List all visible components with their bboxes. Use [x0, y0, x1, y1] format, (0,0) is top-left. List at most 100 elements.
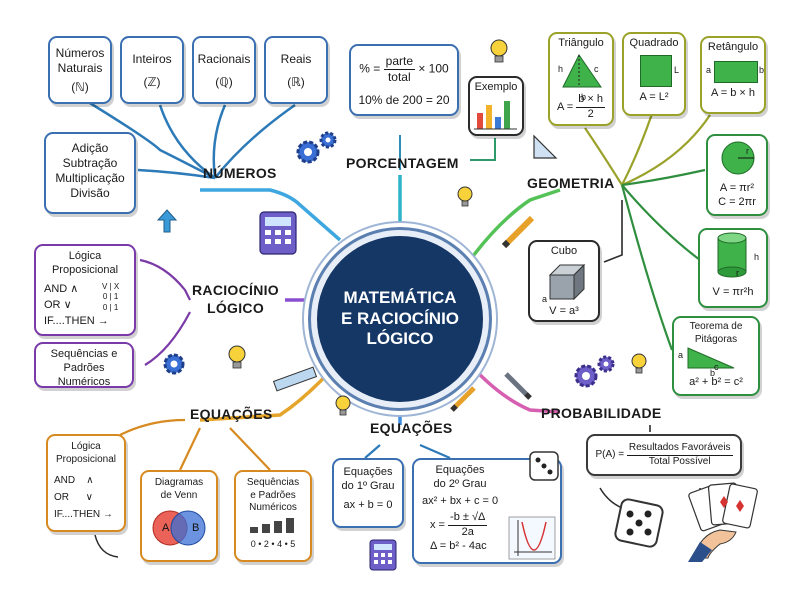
pitagoras-title-1: Teorema de	[689, 321, 743, 332]
gear-icon	[163, 353, 185, 375]
quadrado-title: Quadrado	[629, 37, 679, 49]
venn-title-1: Diagramas	[154, 477, 204, 488]
sequencias-line: Padrões	[63, 361, 105, 374]
venn-a: A	[162, 522, 170, 534]
truth-head-cell: X	[113, 282, 120, 291]
cubo-formula: V = a³	[549, 304, 579, 317]
fraction-denominator: total	[387, 70, 411, 84]
operacao-item: Adição	[71, 141, 109, 155]
box-racionais: Racionais (ℚ)	[192, 36, 256, 104]
arrow-icon: →	[97, 314, 109, 327]
cubo-a: a	[542, 294, 548, 304]
naturais-label-1: Números	[55, 46, 105, 60]
eq-or-label: OR	[54, 492, 69, 503]
percent-example: 10% de 200 = 20	[358, 93, 450, 107]
sequencias-line: Sequências e	[50, 348, 118, 360]
cilindro-r: r	[736, 268, 739, 278]
eq2-delta: Δ = b² - 4ac	[430, 539, 487, 552]
eq2-title-2: do 2º Grau	[433, 477, 487, 490]
cylinder-icon	[717, 232, 747, 278]
box-quadrado: Quadrado L A = L²	[622, 32, 686, 116]
inteiros-symbol: (ℤ)	[143, 75, 161, 89]
or-symbol: ∨	[63, 298, 72, 311]
exemplo-label: Exemplo	[474, 81, 518, 93]
and-label: AND	[44, 283, 68, 295]
quadrado-formula: A = L²	[639, 90, 669, 103]
triangulo-formula-left: A =	[556, 100, 574, 113]
box-circulo: r A = πr² C = 2πr	[706, 134, 768, 216]
eq-seq-line-2: e Padrões	[250, 489, 296, 501]
and-symbol: ∧	[70, 283, 79, 295]
racionais-symbol: (ℚ)	[215, 75, 233, 89]
box-cubo: Cubo a V = a³	[528, 240, 600, 322]
playing-cards-icon	[688, 482, 758, 562]
eq-if-then-label: IF....THEN	[54, 509, 101, 520]
circulo-r: r	[746, 146, 749, 156]
sequencias-line: Numéricos	[57, 375, 111, 388]
branch-probabilidade: PROBABILIDADE	[541, 405, 662, 421]
box-operacoes: Adição Subtração Multiplicação Divisão	[44, 132, 136, 214]
center-line-3: LÓGICO	[366, 329, 434, 349]
right-triangle-icon	[687, 347, 735, 369]
circulo-area: A = πr²	[719, 182, 755, 194]
gears-icon	[574, 355, 615, 388]
prob-denominator: Total Possível	[648, 455, 711, 467]
up-arrow-icon	[156, 209, 178, 233]
eq-logica-title-2: Proposicional	[55, 453, 117, 465]
spoke-numeros	[200, 188, 342, 242]
operacao-item: Divisão	[70, 186, 110, 200]
retangulo-title: Retângulo	[707, 41, 759, 53]
truth-head-cell: V	[102, 282, 108, 291]
triangulo-c: c	[594, 64, 599, 74]
dice-icon	[614, 498, 664, 548]
branch-raciocinio-line-1: RACIOCÍNIO	[192, 282, 279, 298]
box-retangulo: Retângulo a b A = b × h	[700, 36, 766, 114]
venn-title-2: de Venn	[160, 489, 198, 501]
pencil-icon	[501, 215, 535, 249]
circle-icon	[721, 141, 755, 175]
operacao-item: Subtração	[62, 156, 118, 170]
triangulo-h: h	[558, 64, 564, 74]
calculator-icon	[369, 539, 397, 571]
branch-equacoes-left: EQUAÇÕES	[190, 406, 273, 422]
eq2-x-left: x =	[430, 519, 445, 532]
truth-cell: 1	[113, 292, 119, 302]
sequence-bars-icon	[250, 517, 294, 533]
triangulo-b: b	[581, 92, 587, 102]
eq-seq-line-1: Sequências	[246, 477, 300, 488]
square-icon	[640, 54, 672, 87]
lightbulb-icon	[228, 345, 246, 369]
eq-seq-line-3: Numéricos	[249, 502, 297, 513]
prob-left: P(A) =	[595, 448, 625, 460]
eq-and-symbol: ∧	[86, 475, 94, 486]
eq1-title-2: do 1º Grau	[341, 479, 395, 492]
pitagoras-c: c	[714, 362, 719, 372]
pencil-icon	[504, 372, 532, 400]
box-logica-proposicional: Lógica Proposicional AND ∧ OR ∨ IF....TH…	[34, 244, 136, 336]
ruler-icon	[272, 366, 318, 392]
retangulo-b: b	[759, 64, 765, 75]
or-label: OR	[44, 298, 61, 311]
bhaskara-numerator: -b ± √Δ	[448, 511, 488, 526]
pitagoras-title-2: Pitágoras	[694, 333, 738, 345]
triangulo-denominator: 2	[587, 107, 594, 120]
quadrado-side: L	[674, 64, 680, 75]
parabola-graph-icon	[508, 516, 556, 560]
lightbulb-icon	[490, 39, 508, 63]
logica-title-2: Proposicional	[51, 263, 119, 276]
eq-arrow-icon: →	[102, 509, 113, 520]
box-naturais: Números Naturais (ℕ)	[48, 36, 112, 104]
eq1-formula: ax + b = 0	[343, 498, 393, 511]
cilindro-h: h	[754, 252, 760, 262]
fraction-numerator: parte	[383, 54, 415, 70]
reais-label: Reais	[280, 52, 312, 66]
equals-sign: =	[373, 61, 381, 76]
percent-sign: %	[359, 61, 370, 76]
box-reais: Reais (ℝ)	[264, 36, 328, 104]
